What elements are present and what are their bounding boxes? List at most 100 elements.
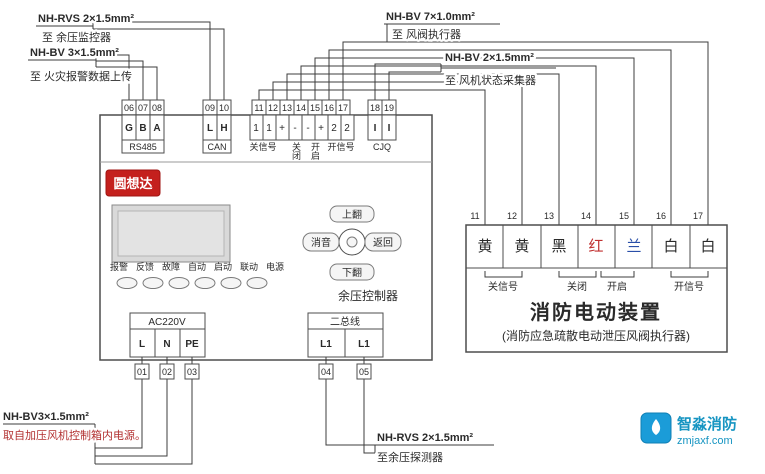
terminal-number: 15 bbox=[619, 211, 629, 221]
terminal-number: 12 bbox=[268, 103, 278, 113]
nav-back-label: 返回 bbox=[373, 237, 393, 249]
io-label-open-signal: 开信号 bbox=[327, 141, 354, 152]
indicator-label-alarm: 报警 bbox=[110, 261, 128, 272]
group-label-close: 关闭 bbox=[567, 280, 587, 293]
terminal-number: 02 bbox=[162, 367, 172, 377]
indicator-label-power: 电源 bbox=[266, 261, 284, 272]
pill-button bbox=[142, 277, 164, 289]
terminal-letter: L1 bbox=[358, 339, 370, 350]
bracket-close bbox=[558, 271, 597, 278]
cable-label-fire-alarm-upload: NH-BV 3×1.5mm² 至 火灾报警数据上传 bbox=[28, 45, 135, 86]
actuator-terminal-numbers: 11 12 13 14 15 16 17 bbox=[470, 211, 703, 221]
io-label-close: 关闭 bbox=[291, 141, 301, 161]
wires-valve-bundle bbox=[258, 41, 709, 225]
cable-destination: 至 风阀执行器 bbox=[392, 27, 461, 41]
wires-bottom-right bbox=[325, 379, 376, 454]
wire-color-white: 白 bbox=[700, 238, 715, 255]
terminal-number: 05 bbox=[359, 367, 369, 377]
cable-label-pressure-detector: NH-RVS 2×1.5mm² 至余压探测器 bbox=[375, 430, 494, 467]
group-label-cjq: CJQ bbox=[373, 142, 391, 152]
terminal-number: 17 bbox=[338, 103, 348, 113]
terminal-number: 16 bbox=[656, 211, 666, 221]
terminal-number: 18 bbox=[370, 103, 380, 113]
terminal-group-collector: I I CJQ bbox=[367, 114, 397, 152]
watermark-site: zmjaxf.com bbox=[677, 435, 733, 447]
terminal-letter: - bbox=[306, 123, 309, 134]
wire-color-black: 黑 bbox=[551, 238, 566, 255]
indicator-label-start: 启动 bbox=[214, 261, 232, 272]
pill-button bbox=[168, 277, 190, 289]
nav-pad: 上翻 下翻 消音 返回 bbox=[302, 205, 402, 281]
nav-down-button bbox=[329, 263, 375, 281]
terminal-letter: + bbox=[318, 123, 324, 134]
cable-label-pressure-monitor: NH-RVS 2×1.5mm² 至 余压监控器 bbox=[36, 11, 137, 47]
function-buttons bbox=[116, 277, 268, 289]
pill-button bbox=[194, 277, 216, 289]
terminal-letter: 2 bbox=[331, 123, 337, 134]
group-label-open: 开启 bbox=[607, 280, 627, 293]
nav-back-button bbox=[364, 232, 402, 252]
wires-top-left bbox=[92, 21, 225, 100]
cable-destination: 至余压探测器 bbox=[377, 450, 443, 464]
terminal-number: 14 bbox=[581, 211, 591, 221]
terminal-number: 19 bbox=[384, 103, 394, 113]
terminal-number: 14 bbox=[296, 103, 306, 113]
indicator-label-fault: 故障 bbox=[162, 261, 180, 272]
cable-spec: NH-RVS 2×1.5mm² bbox=[38, 13, 134, 25]
terminal-number: 16 bbox=[324, 103, 334, 113]
terminal-number: 06 bbox=[124, 103, 134, 113]
terminal-letter: - bbox=[293, 123, 296, 134]
wires-bottom-left bbox=[94, 379, 193, 465]
io-label-close-signal: 关信号 bbox=[249, 141, 276, 152]
terminal-number: 11 bbox=[254, 103, 263, 113]
nav-up-button bbox=[329, 205, 375, 223]
cable-label-power-source: NH-BV3×1.5mm² 取自加压风机控制箱内电源。 bbox=[1, 409, 149, 445]
group-label-can: CAN bbox=[207, 142, 226, 152]
terminal-number: 08 bbox=[152, 103, 162, 113]
droplet-icon bbox=[651, 419, 661, 435]
terminal-letter: 1 bbox=[266, 123, 272, 134]
cable-label-valve-actuator: NH-BV 7×1.0mm² 至 风阀执行器 bbox=[384, 9, 500, 44]
terminal-letter: H bbox=[220, 123, 227, 134]
brand-logo-text: 圆想达 bbox=[113, 176, 152, 191]
controller-top-terminal-numbers: 06 07 08 09 10 11 12 13 14 15 16 17 18 1… bbox=[121, 99, 397, 116]
wire-color-yellow: 黄 bbox=[514, 238, 529, 255]
terminal-number: 03 bbox=[187, 367, 197, 377]
group-label-rs485: RS485 bbox=[129, 142, 157, 152]
actuator-title: 消防电动装置 bbox=[530, 300, 662, 324]
controller-name: 余压控制器 bbox=[338, 288, 398, 303]
power-terminal-block: AC220V L N PE 01 02 03 bbox=[129, 312, 206, 380]
bracket-open bbox=[600, 271, 635, 278]
indicator-label-auto: 自动 bbox=[188, 261, 206, 272]
nav-mute-label: 消音 bbox=[311, 236, 331, 249]
power-block-title: AC220V bbox=[148, 317, 186, 328]
bus-block-title: 二总线 bbox=[330, 315, 360, 328]
terminal-number: 09 bbox=[205, 103, 215, 113]
cable-spec: NH-BV 3×1.5mm² bbox=[30, 47, 119, 59]
terminal-letter: N bbox=[163, 339, 170, 350]
cable-destination: 至 风机状态采集器 bbox=[445, 73, 536, 87]
terminal-letter: B bbox=[139, 123, 146, 134]
terminal-number: 11 bbox=[470, 211, 479, 221]
terminal-group-rs485: G B A RS485 bbox=[121, 114, 165, 154]
group-label-open-signal: 开信号 bbox=[674, 281, 704, 293]
indicator-labels: 报警 反馈 故障 自动 启动 联动 电源 bbox=[110, 261, 284, 272]
terminal-number: 15 bbox=[310, 103, 320, 113]
bracket-open-signal bbox=[670, 271, 709, 278]
terminal-number: 10 bbox=[219, 103, 229, 113]
wire-color-blue: 兰 bbox=[626, 238, 641, 255]
terminal-number: 13 bbox=[282, 103, 292, 113]
watermark: 智淼消防 zmjaxf.com bbox=[640, 412, 737, 447]
brand-logo: 圆想达 bbox=[105, 169, 161, 197]
terminal-letter: L bbox=[139, 339, 145, 350]
terminal-letter: L1 bbox=[320, 339, 332, 350]
nav-mute-button bbox=[302, 232, 340, 252]
indicator-label-feedback: 反馈 bbox=[136, 261, 154, 272]
cable-spec: NH-BV3×1.5mm² bbox=[3, 411, 89, 423]
bracket-close-signal bbox=[484, 271, 523, 278]
terminal-number: 04 bbox=[321, 367, 331, 377]
terminal-number: 01 bbox=[137, 367, 147, 377]
watermark-brand: 智淼消防 bbox=[677, 415, 737, 433]
